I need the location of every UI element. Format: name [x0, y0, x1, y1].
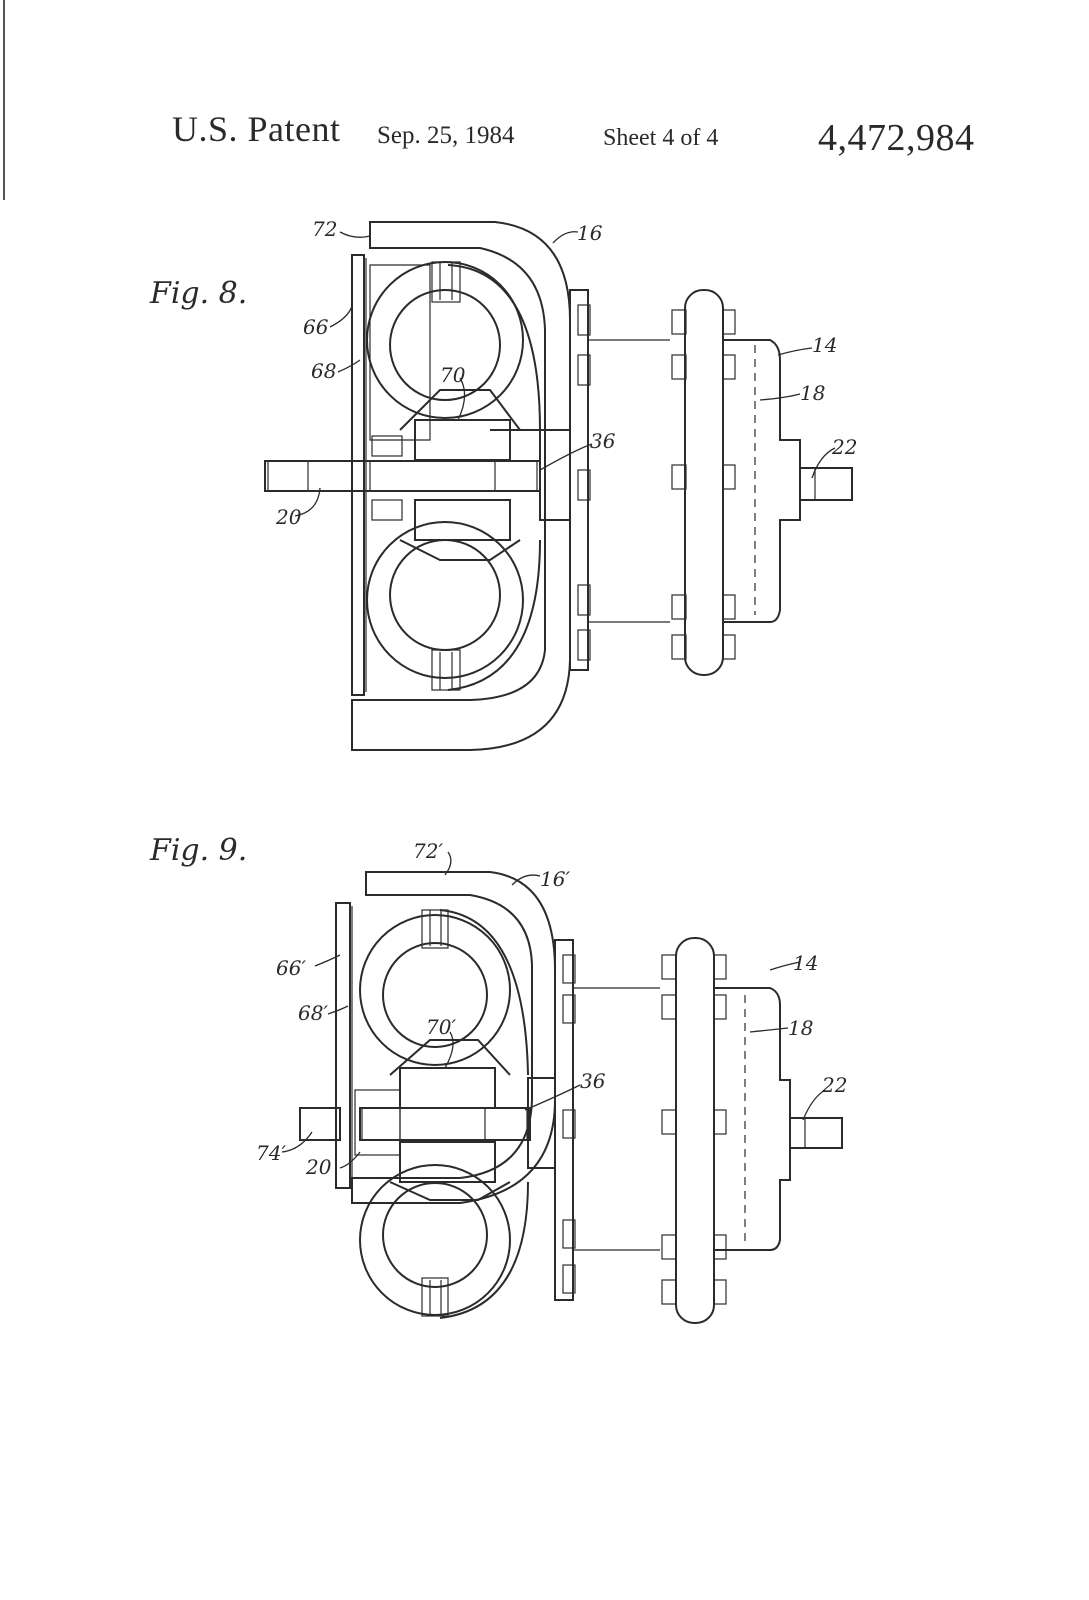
shaft-74-prime — [299, 1107, 531, 1141]
upper-torus — [366, 261, 542, 441]
cover-66 — [351, 254, 367, 696]
mounting-flange — [539, 289, 670, 671]
shaft-22-prime — [789, 1117, 843, 1149]
figure-8-label: Fig. 8. — [149, 276, 247, 311]
pump-14 — [671, 289, 801, 676]
ref-14-fig9: 14 — [793, 951, 818, 975]
mounting-flange-prime — [527, 939, 660, 1301]
ref-72-prime: 72′ — [413, 839, 443, 863]
ref-22: 22 — [831, 435, 857, 459]
upper-torus-prime — [359, 909, 529, 1076]
ref-66-prime: 66′ — [276, 956, 306, 980]
ref-74-prime: 74′ — [256, 1141, 286, 1165]
patent-title: U.S. Patent — [172, 109, 341, 149]
figure-9-label: Fig. 9. — [149, 833, 247, 868]
ref-70-prime: 70′ — [426, 1015, 456, 1039]
lower-torus-prime — [359, 1164, 529, 1319]
ref-22-fig9: 22 — [821, 1073, 847, 1097]
leaders-fig-8 — [294, 231, 836, 517]
ref-16: 16 — [577, 221, 603, 245]
figure-8: Fig. 8. — [149, 217, 857, 751]
ref-36-fig9: 36 — [580, 1069, 606, 1093]
ref-72: 72 — [312, 217, 337, 241]
sheet-indicator: Sheet 4 of 4 — [603, 125, 719, 151]
shaft-20 — [264, 460, 541, 492]
ref-18-fig9: 18 — [788, 1016, 813, 1040]
patent-date: Sep. 25, 1984 — [377, 122, 515, 149]
ref-36: 36 — [590, 429, 616, 453]
cover-66-prime — [335, 902, 353, 1189]
patent-number: 4,472,984 — [818, 117, 975, 159]
ref-14: 14 — [812, 333, 837, 357]
leaders-fig-9 — [281, 851, 826, 1169]
ref-68: 68 — [311, 359, 336, 383]
ref-68-prime: 68′ — [298, 1001, 328, 1025]
ref-70: 70 — [440, 363, 466, 387]
pump-14-prime — [661, 937, 791, 1324]
housing-16-prime — [351, 871, 556, 1204]
ref-16-prime: 16′ — [540, 867, 570, 891]
scan-edge-line — [3, 0, 5, 200]
ref-20-fig9: 20 — [305, 1155, 332, 1179]
ref-66: 66 — [303, 315, 329, 339]
lower-torus — [366, 521, 541, 691]
shaft-22 — [799, 467, 853, 501]
figure-9: Fig. 9. — [149, 833, 847, 1324]
ref-18: 18 — [800, 381, 825, 405]
ref-20: 20 — [275, 505, 302, 529]
housing-16 — [351, 221, 571, 751]
